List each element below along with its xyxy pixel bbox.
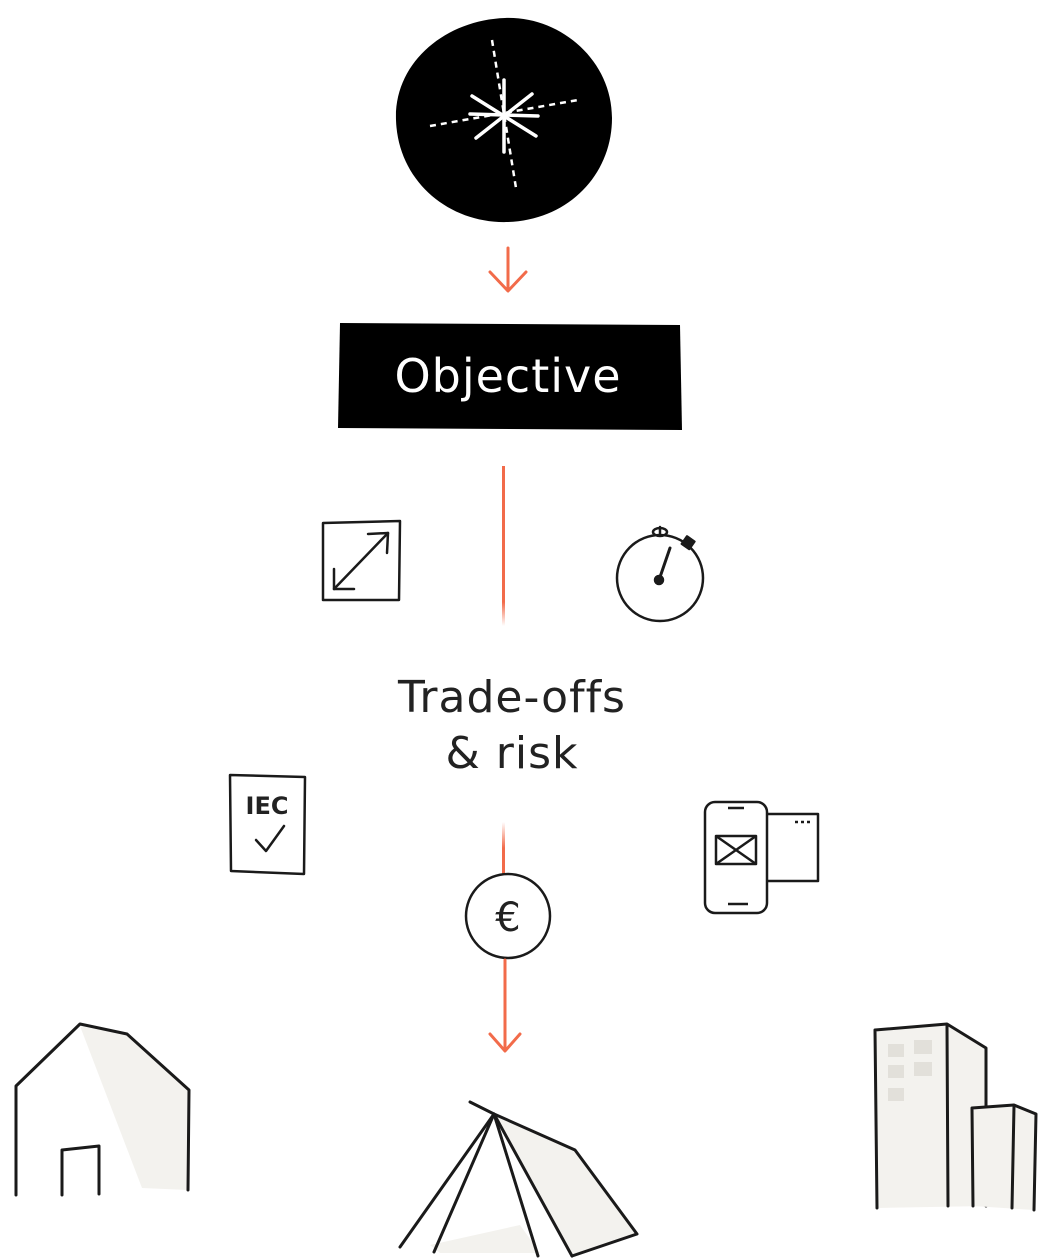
expand-arrows-icon: [321, 519, 402, 602]
arrow-down-icon: [488, 246, 528, 293]
arrow-down-icon: [488, 958, 522, 1053]
house-icon: [14, 1022, 191, 1197]
connector-line-upper: [502, 466, 505, 626]
office-buildings-icon: [873, 1022, 1038, 1212]
tradeoffs-label-line2: & risk: [445, 728, 578, 779]
iec-certificate-icon: IEC: [228, 773, 307, 876]
euro-coin-icon: €: [464, 872, 552, 960]
devices-icon: [703, 800, 820, 915]
euro-symbol: €: [495, 895, 520, 941]
connector-line-lower: [502, 822, 505, 874]
objective-box: Objective: [338, 323, 682, 430]
tradeoffs-label-line1: Trade-offs: [397, 672, 626, 723]
compass-star-icon: [395, 17, 612, 223]
tent-icon: [398, 1100, 639, 1258]
stopwatch-icon: [615, 525, 705, 623]
objective-label: Objective: [394, 349, 621, 403]
iec-label: IEC: [246, 792, 289, 820]
